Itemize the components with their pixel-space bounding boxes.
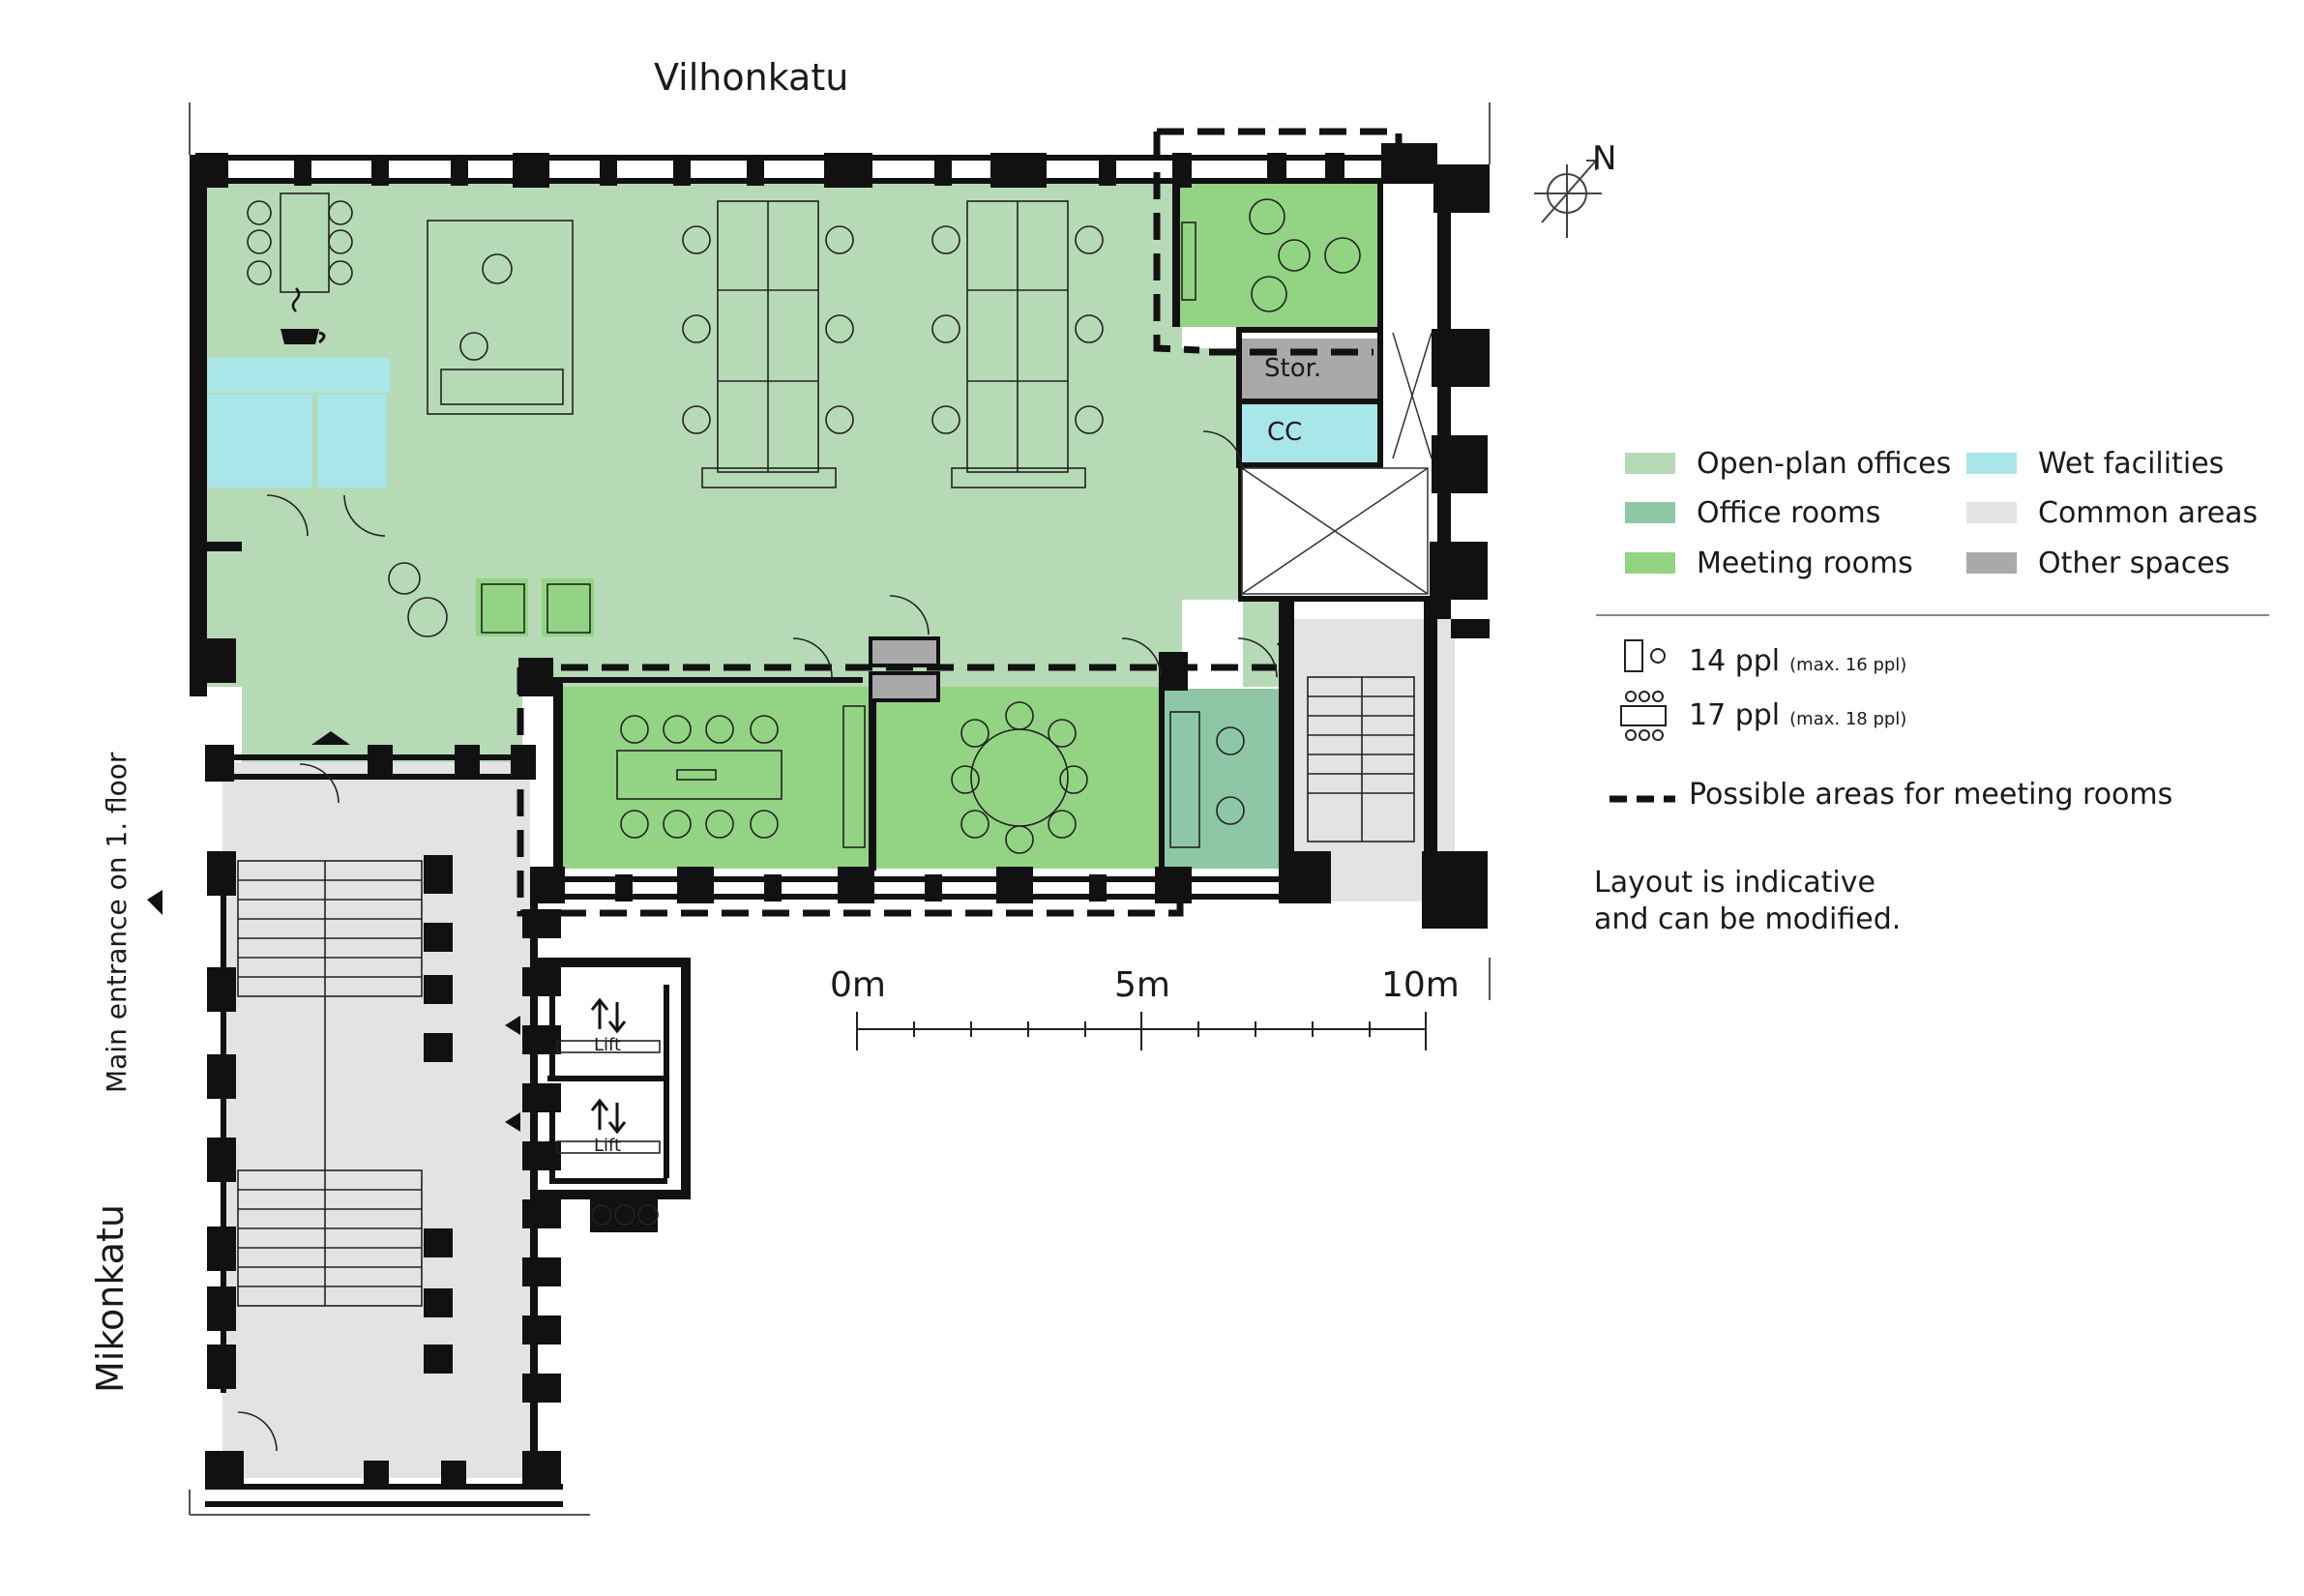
legend-label: Open-plan offices [1697, 446, 1952, 481]
cleaning-closet [1242, 404, 1379, 462]
street-label-top: Vilhonkatu [654, 56, 849, 99]
legend-swatch [1966, 502, 2017, 523]
storage-label: Stor. [1264, 354, 1322, 383]
capacity-icons [1620, 639, 1667, 741]
legend-item-common: Common areas [1966, 495, 2259, 530]
capacity-main: 17 ppl [1689, 698, 1781, 732]
storage-room [1242, 339, 1379, 399]
compass-icon [1534, 160, 1602, 238]
wc-2 [317, 395, 387, 488]
lift-label-1: Lift [594, 1035, 622, 1055]
furniture [237, 192, 1415, 1452]
common-stair-hall [222, 762, 530, 1478]
legend-item-open-plan: Open-plan offices [1625, 446, 1952, 481]
lift-arrow-icon [590, 997, 627, 1135]
legend-item-wet: Wet facilities [1966, 446, 2225, 481]
legend-swatch [1625, 552, 1675, 574]
layout-note-line-2: and can be modified. [1594, 902, 1902, 936]
capacity-main: 14 ppl [1689, 644, 1781, 678]
layout-note: Layout is indicative and can be modified… [1594, 865, 1901, 938]
street-label-left: Mikonkatu [89, 1204, 132, 1393]
entrance-arrows [147, 631, 1292, 1132]
coffee-icon [281, 287, 326, 344]
legend-swatch [1966, 453, 2017, 474]
capacity-note: (max. 18 ppl) [1789, 709, 1907, 729]
office-room [1165, 689, 1281, 869]
frame-lines [189, 103, 1491, 1516]
capacity-line-1: 14 ppl (max. 16 ppl) [1689, 644, 1906, 678]
entrance-label: Main entrance on 1. floor [101, 752, 133, 1093]
legend-swatch [1966, 552, 2017, 574]
lift-shaft-void [1241, 332, 1433, 595]
walls [190, 143, 1490, 1507]
legend-label: Office rooms [1697, 495, 1881, 530]
scale-label-0: 0m [830, 965, 886, 1005]
legend-label: Common areas [2038, 495, 2259, 530]
scale-bar [856, 1012, 1427, 1050]
lift-label-2: Lift [594, 1136, 622, 1156]
kitchen-counter [208, 358, 390, 393]
meeting-room-1 [553, 687, 871, 869]
scale-label-10: 10m [1381, 965, 1460, 1005]
legend-label: Wet facilities [2038, 446, 2225, 481]
legend-label: Meeting rooms [1697, 546, 1913, 580]
compass-label: N [1592, 139, 1617, 178]
scale-label-5: 5m [1114, 965, 1170, 1005]
capacity-note: (max. 16 ppl) [1789, 655, 1907, 675]
legend-label: Other spaces [2038, 546, 2230, 580]
meeting-room-2 [874, 687, 1161, 869]
meeting-room-top [1178, 184, 1381, 327]
dashed-legend-label: Possible areas for meeting rooms [1689, 778, 2173, 812]
wc-1 [208, 395, 312, 488]
legend-item-meeting-rooms: Meeting rooms [1625, 546, 1913, 580]
capacity-line-2: 17 ppl (max. 18 ppl) [1689, 698, 1906, 732]
room-fills [205, 164, 1455, 1478]
legend-swatch [1625, 453, 1675, 474]
layout-note-line-1: Layout is indicative [1594, 866, 1876, 900]
cleaning-label: CC [1267, 418, 1303, 447]
legend-item-office-rooms: Office rooms [1625, 495, 1881, 530]
legend-item-other: Other spaces [1966, 546, 2230, 580]
legend-swatch [1625, 502, 1675, 523]
